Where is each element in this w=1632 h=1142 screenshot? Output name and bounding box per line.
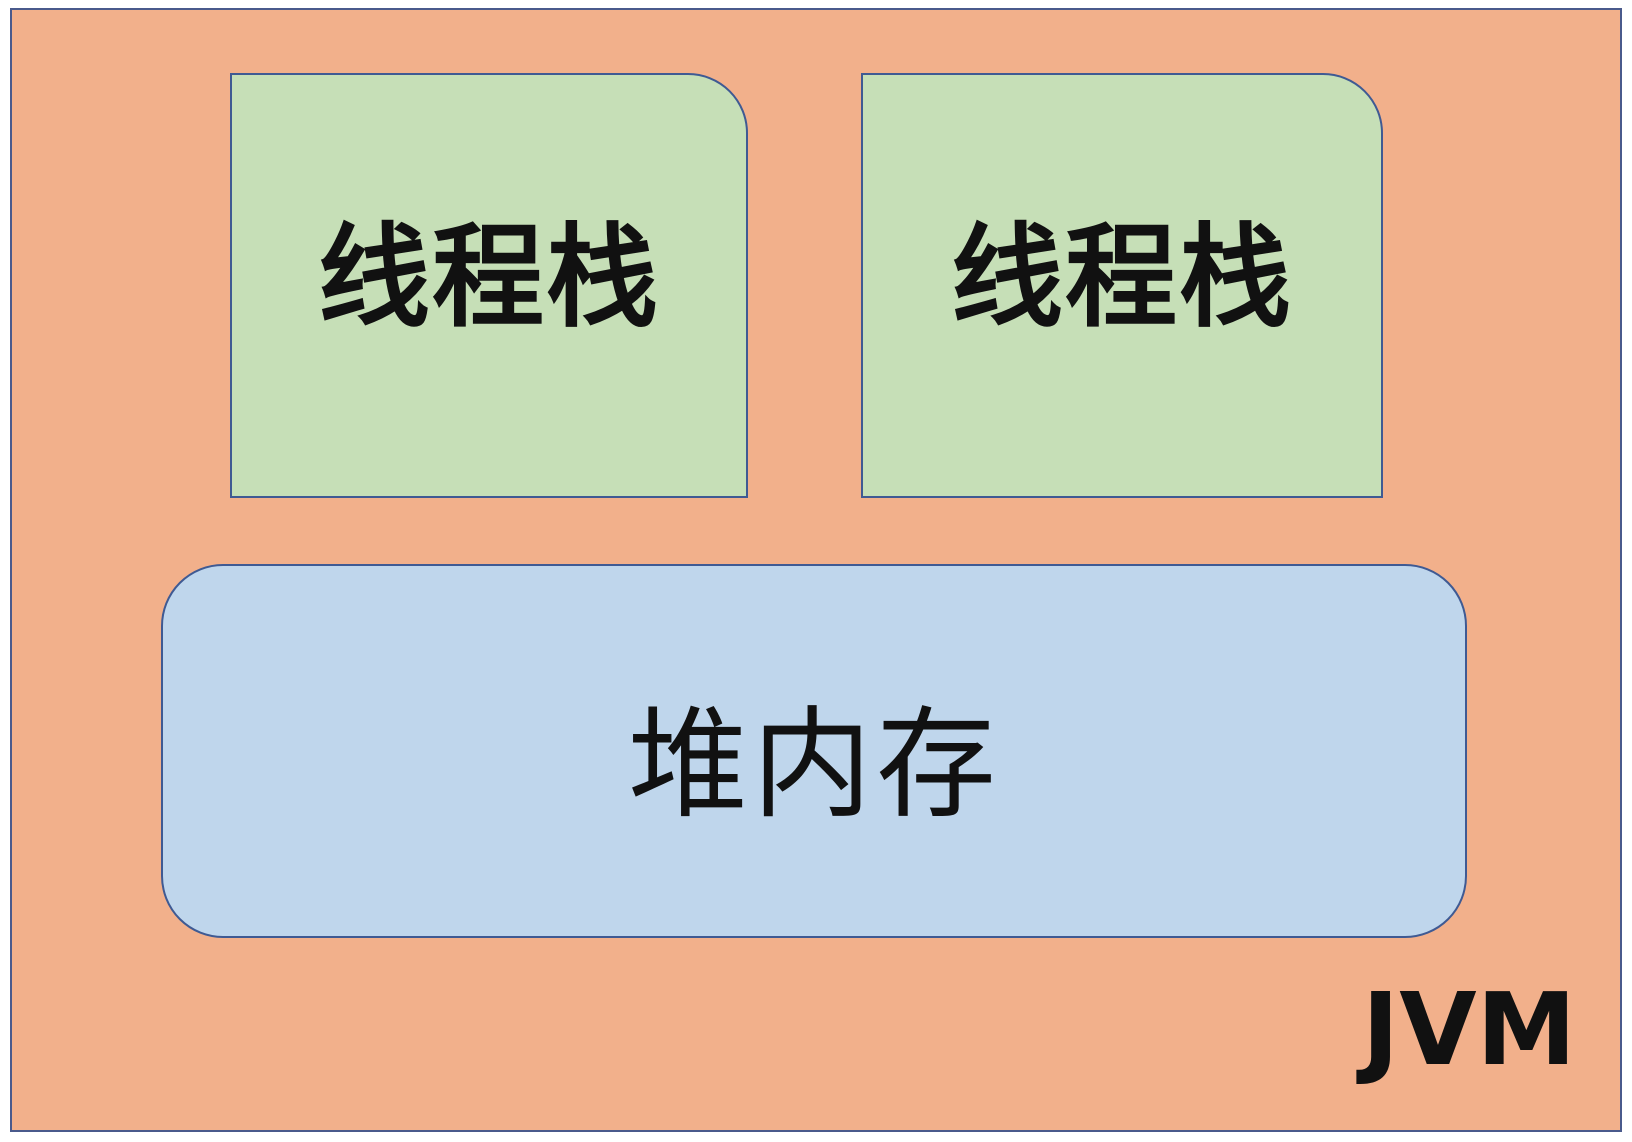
thread-stack-box-1: 线程栈: [230, 73, 748, 498]
heap-memory-label: 堆内存: [628, 696, 1000, 835]
thread-stack-label-1: 线程栈: [318, 212, 660, 343]
heap-memory-box: 堆内存: [161, 564, 1467, 938]
jvm-label: JVM: [1362, 971, 1577, 1088]
thread-stack-label-2: 线程栈: [951, 212, 1293, 343]
thread-stack-box-2: 线程栈: [861, 73, 1383, 498]
